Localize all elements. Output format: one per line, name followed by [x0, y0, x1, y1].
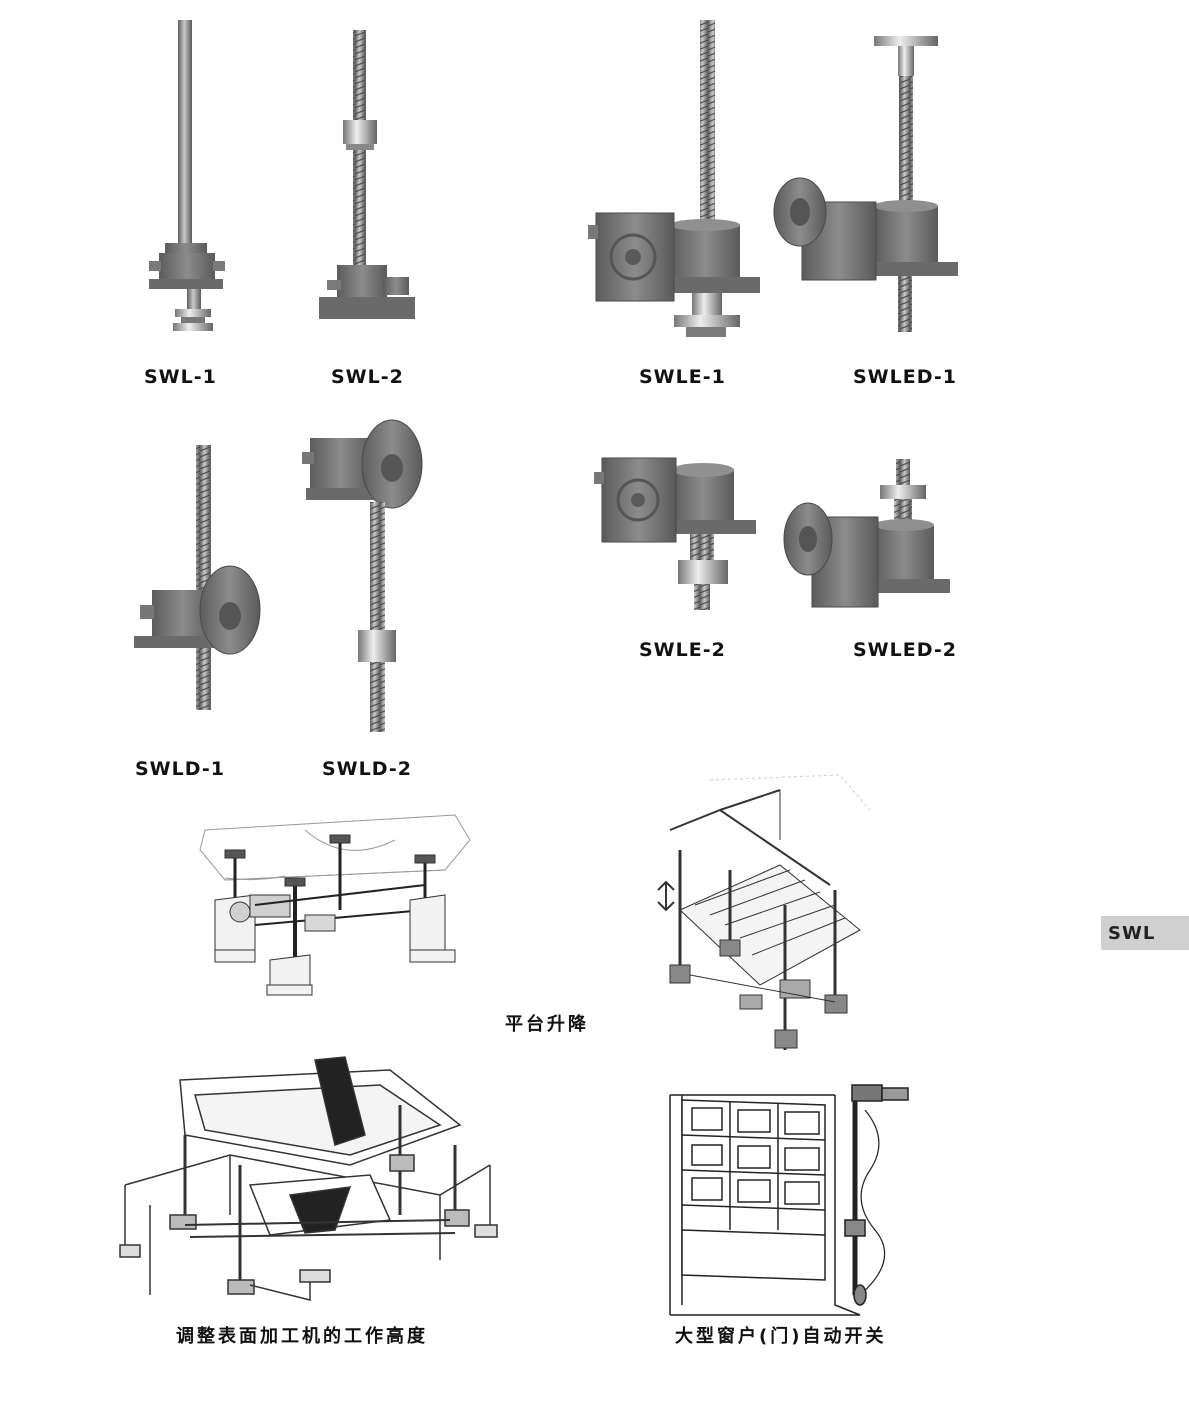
product-label-swl1: SWL-1 [144, 366, 217, 388]
platform-lift-diagram-left [199, 814, 471, 996]
product-label-swled1: SWLED-1 [853, 366, 957, 388]
product-label-swl2: SWL-2 [331, 366, 404, 388]
product-image-swl1 [149, 20, 225, 331]
product-image-swld1 [134, 445, 261, 710]
machine-height-diagram [119, 1056, 498, 1301]
product-label-swled2: SWLED-2 [853, 639, 957, 661]
caption-platform: 平台升降 [505, 1014, 589, 1035]
side-tab-label: SWL [1108, 922, 1156, 944]
window-door-diagram [669, 1084, 909, 1316]
product-image-swl2 [319, 30, 415, 319]
product-image-swled1 [773, 36, 958, 332]
product-image-swld2 [302, 419, 423, 732]
product-image-swled2 [783, 459, 950, 608]
product-image-swle1 [588, 20, 760, 337]
product-label-swle1: SWLE-1 [639, 366, 726, 388]
product-label-swle2: SWLE-2 [639, 639, 726, 661]
product-label-swld2: SWLD-2 [322, 758, 412, 780]
caption-door: 大型窗户(门)自动开关 [675, 1326, 887, 1347]
side-tab-swl: SWL [1101, 916, 1189, 950]
caption-machine: 调整表面加工机的工作高度 [176, 1326, 428, 1347]
platform-lift-diagram-right [657, 774, 871, 1050]
product-label-swld1: SWLD-1 [135, 758, 225, 780]
product-image-swle2 [594, 457, 756, 610]
